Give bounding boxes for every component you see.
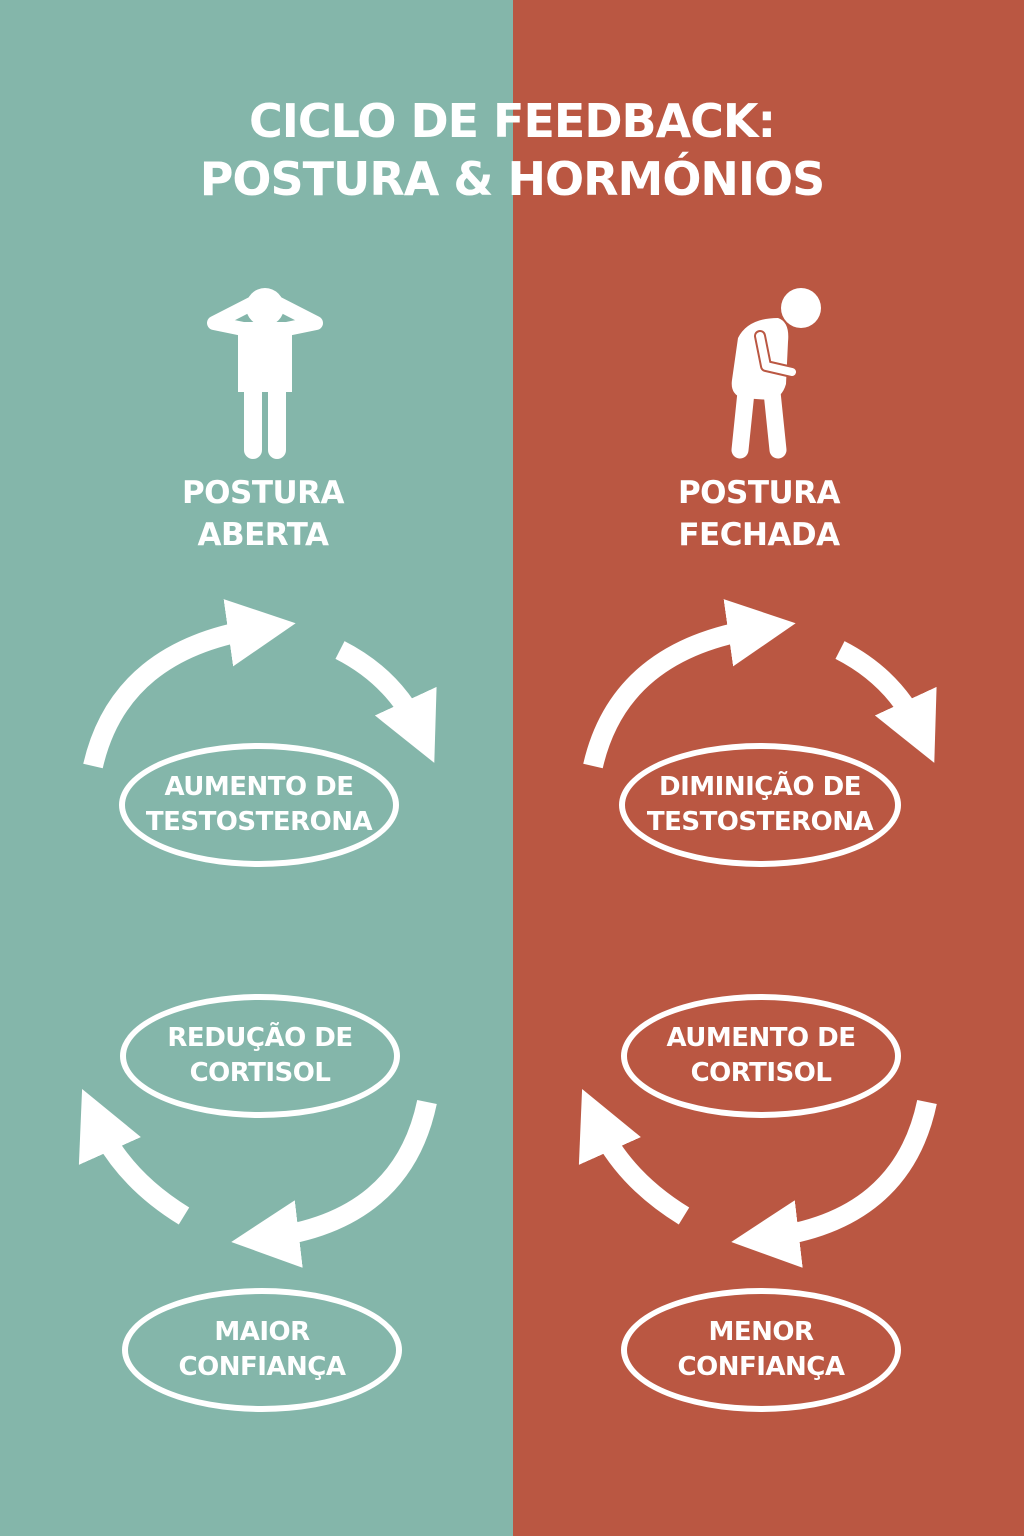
left-cycle-arrows	[78, 599, 437, 1268]
open-posture-person-icon	[207, 288, 323, 459]
right-arrow-right	[835, 641, 937, 763]
left-posture-label: POSTURA ABERTA	[113, 472, 413, 556]
left-arrow-bottom-left	[78, 1088, 190, 1225]
left-posture-label-line-1: POSTURA	[181, 475, 345, 511]
right-arrow-bottom-left	[578, 1088, 690, 1225]
right-arrow-top	[583, 599, 796, 769]
page-title: CICLO DE FEEDBACK: POSTURA & HORMÓNIOS	[0, 92, 1024, 208]
closed-posture-person-icon	[731, 288, 821, 459]
right-posture-label-line-2: FECHADA	[678, 517, 840, 553]
right-node-confidence: MENOR CONFIANÇA	[621, 1288, 901, 1412]
right-arrow-bottom-right	[731, 1099, 937, 1268]
title-line-2: POSTURA & HORMÓNIOS	[199, 152, 826, 206]
right-node-testosterone: DIMINIÇÃO DE TESTOSTERONA	[619, 743, 901, 867]
left-node-confidence-line-2: CONFIANÇA	[178, 1352, 346, 1382]
left-node-cortisol: REDUÇÃO DE CORTISOL	[120, 994, 400, 1118]
left-arrow-bottom-right	[231, 1099, 437, 1268]
left-posture-label-line-2: ABERTA	[197, 517, 329, 553]
right-node-confidence-line-1: MENOR	[708, 1317, 814, 1347]
right-posture-label-line-1: POSTURA	[677, 475, 841, 511]
title-line-1: CICLO DE FEEDBACK:	[249, 94, 776, 148]
left-node-cortisol-line-2: CORTISOL	[189, 1058, 331, 1088]
left-node-testosterone-line-1: AUMENTO DE	[164, 772, 354, 802]
right-node-confidence-line-2: CONFIANÇA	[677, 1352, 845, 1382]
right-node-cortisol-line-1: AUMENTO DE	[666, 1023, 856, 1053]
left-arrow-right	[335, 641, 437, 763]
left-node-testosterone-line-2: TESTOSTERONA	[145, 807, 373, 837]
right-node-cortisol: AUMENTO DE CORTISOL	[621, 994, 901, 1118]
right-cycle-arrows	[578, 599, 937, 1268]
left-node-confidence-line-1: MAIOR	[214, 1317, 310, 1347]
left-node-cortisol-line-1: REDUÇÃO DE	[167, 1023, 353, 1053]
left-arrow-top	[83, 599, 296, 769]
left-node-testosterone: AUMENTO DE TESTOSTERONA	[119, 743, 399, 867]
right-node-testosterone-line-1: DIMINIÇÃO DE	[659, 772, 861, 802]
right-posture-label: POSTURA FECHADA	[609, 472, 909, 556]
left-node-confidence: MAIOR CONFIANÇA	[122, 1288, 402, 1412]
right-node-cortisol-line-2: CORTISOL	[690, 1058, 832, 1088]
right-node-testosterone-line-2: TESTOSTERONA	[646, 807, 874, 837]
